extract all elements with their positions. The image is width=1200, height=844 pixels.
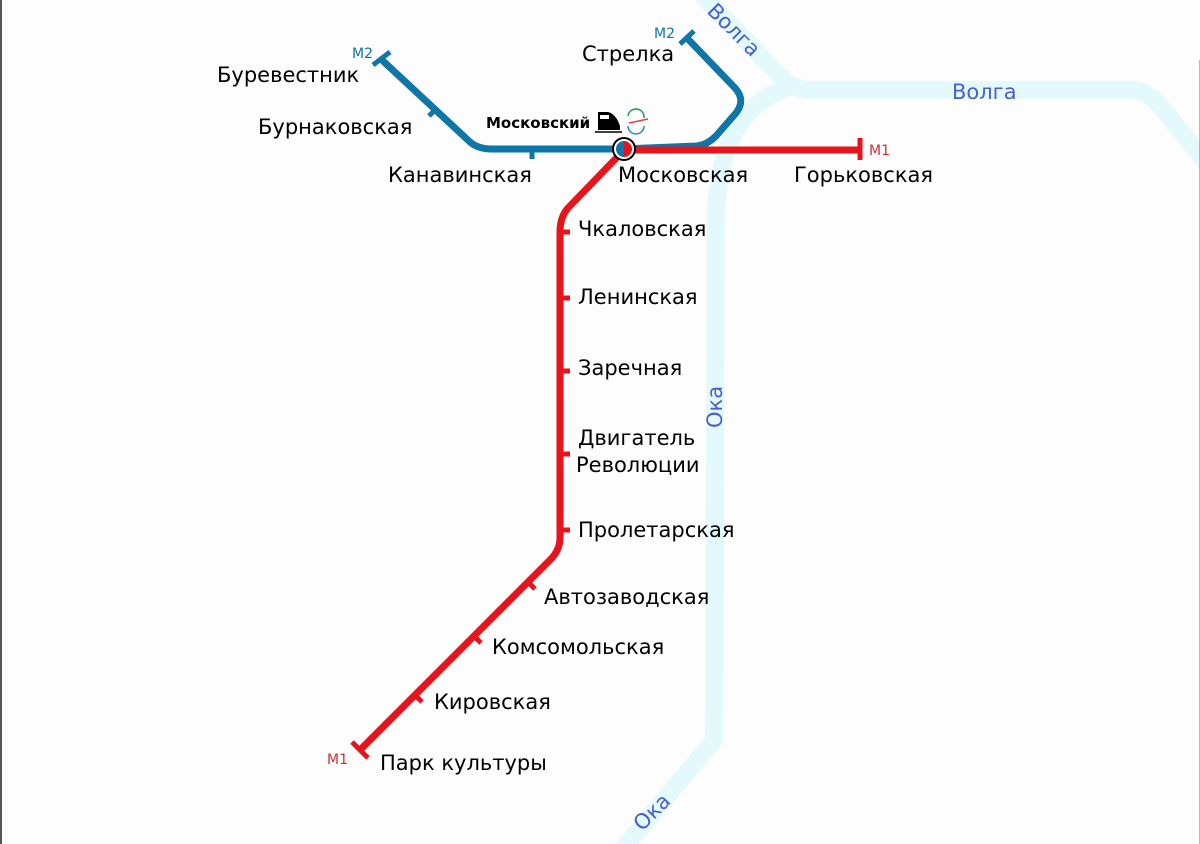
m1-terminal-label-north: M1: [869, 143, 890, 159]
station-dvigatel-revolyutsii-line2[interactable]: Революции: [576, 453, 700, 477]
line-m1: [357, 146, 860, 753]
station-moskovskaya[interactable]: Московская: [618, 163, 748, 187]
line-m2-ticks: [371, 29, 696, 159]
station-zarechnaya[interactable]: Заречная: [578, 356, 682, 380]
station-kirovskaya[interactable]: Кировская: [434, 690, 551, 714]
river-label-volga-east: Волга: [952, 80, 1017, 104]
station-leninskaya[interactable]: Ленинская: [578, 285, 698, 309]
railway-station-label: Московский: [486, 114, 590, 132]
oka-river: [615, 77, 795, 844]
station-park-kultury[interactable]: Парк культуры: [380, 751, 547, 775]
station-proletarskaya[interactable]: Пролетарская: [578, 518, 734, 542]
station-kanavinskaya[interactable]: Канавинская: [388, 163, 532, 187]
aeroexpress-icon: [627, 108, 649, 135]
station-dvigatel-revolyutsii-line1[interactable]: Двигатель: [578, 426, 695, 450]
station-chkalovskaya[interactable]: Чкаловская: [578, 217, 706, 241]
station-komsomolskaya[interactable]: Комсомольская: [492, 635, 664, 659]
river-label-oka-middle: Ока: [703, 386, 727, 428]
station-avtozavodskaya[interactable]: Автозаводская: [544, 585, 709, 609]
m1-terminal-label-south: M1: [327, 752, 348, 768]
station-gorkovskaya[interactable]: Горьковская: [794, 163, 933, 187]
station-burevestnik[interactable]: Буревестник: [217, 63, 359, 87]
train-icon: [595, 112, 622, 133]
station-strelka[interactable]: Стрелка: [582, 42, 674, 66]
m2-terminal-label-east: M2: [654, 26, 675, 42]
station-burnakovskaya[interactable]: Бурнаковская: [258, 115, 412, 139]
line-m2: [379, 35, 745, 153]
m2-terminal-label-west: M2: [352, 46, 373, 62]
line-m1-ticks: [350, 138, 863, 760]
moskovskaya-interchange-icon[interactable]: [612, 137, 636, 161]
river-label-volga-upper: Волга: [702, 0, 765, 61]
